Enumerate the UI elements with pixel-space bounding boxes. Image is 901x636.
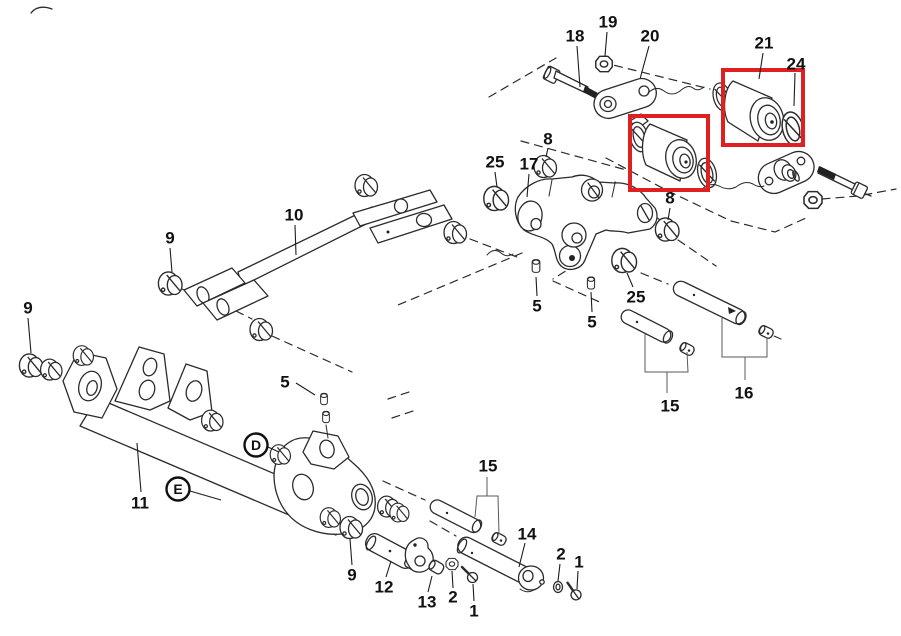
- part-25-cap-b: [611, 247, 638, 274]
- part-flange-nut: [803, 190, 823, 210]
- part-label-2: 2: [448, 588, 457, 607]
- part-label-5: 5: [532, 297, 541, 316]
- reference-letter-E: E: [173, 481, 182, 497]
- part-13-bracket: [404, 537, 445, 575]
- part-label-9: 9: [23, 299, 32, 318]
- part-16-rod: [672, 280, 747, 326]
- reference-letter-circle: [165, 476, 191, 502]
- part-label-1: 1: [574, 553, 583, 572]
- leader-line: [427, 575, 433, 593]
- part-16-pin: [756, 323, 782, 341]
- stray-mark: [30, 6, 53, 14]
- part-5-pin: [320, 392, 330, 424]
- part-1-grease-fitting-b: [563, 581, 584, 602]
- leader-line: [136, 442, 142, 493]
- leader-line: [535, 276, 538, 297]
- break-lines: [486, 86, 765, 257]
- part-label-11: 11: [131, 494, 149, 513]
- part-19-nut: [595, 55, 613, 73]
- leader-line: [758, 52, 764, 80]
- part-label-9: 9: [165, 229, 174, 248]
- part-label-5: 5: [587, 313, 596, 332]
- leader-line: [385, 560, 392, 578]
- part-15-rod-a: [429, 499, 483, 534]
- part-label-17: 17: [520, 155, 539, 174]
- leader-line: [27, 317, 32, 354]
- part-20-mount-plate: [593, 77, 657, 120]
- leader-line: [349, 538, 353, 566]
- part-label-8: 8: [543, 130, 552, 149]
- leader-line: [545, 147, 549, 158]
- part-label-10: 10: [285, 206, 304, 225]
- part-label-24: 24: [787, 55, 806, 74]
- part-bushing-cap: [354, 173, 379, 198]
- part-25-cap-a: [483, 185, 510, 212]
- part-label-15: 15: [479, 457, 498, 476]
- part-18-bolt: [542, 65, 603, 99]
- part-label-5: 5: [280, 373, 289, 392]
- part-5-pin-b: [586, 276, 596, 290]
- part-bushing-cap: [249, 317, 274, 342]
- leader-line: [189, 490, 222, 501]
- part-15-rod-b: [620, 309, 674, 344]
- part-bushing-cap: [376, 495, 410, 523]
- part-flange-plate: [757, 150, 815, 195]
- part-label-13: 13: [418, 593, 437, 612]
- part-label-25: 25: [627, 288, 646, 307]
- part-label-1: 1: [469, 602, 478, 621]
- part-2-nut-small: [445, 557, 459, 571]
- leader-line: [518, 542, 526, 568]
- part-8-bushing-large: [625, 113, 721, 191]
- leader-line: [267, 446, 280, 453]
- part-10-control-arm: [183, 189, 453, 321]
- part-label-25: 25: [486, 153, 505, 172]
- reference-letter-D: D: [251, 437, 261, 453]
- leader-line: [494, 171, 498, 188]
- leader-line: [576, 45, 581, 88]
- part-label-12: 12: [375, 578, 394, 597]
- part-8-bushing-b: [654, 217, 680, 242]
- leader-line: [590, 291, 593, 313]
- part-label-18: 18: [566, 27, 585, 46]
- part-9-bushing-arm: [157, 271, 183, 296]
- part-label-20: 20: [641, 27, 660, 46]
- leader-line: [451, 570, 454, 589]
- leader-line: [557, 563, 561, 582]
- part-5-pin-a: [531, 259, 541, 273]
- leader-line: [294, 224, 297, 256]
- part-flange-bolt: [817, 166, 872, 199]
- part-2-washer: [552, 580, 564, 594]
- part-17-casting: [514, 174, 658, 271]
- leader-line: [169, 247, 173, 273]
- leader-line: [295, 382, 316, 396]
- leader-line: [576, 570, 579, 590]
- part-1-grease-fitting-a: [460, 565, 479, 584]
- part-label-16: 16: [735, 384, 754, 403]
- part-label-21: 21: [755, 34, 774, 53]
- leader-line: [472, 583, 475, 602]
- part-label-15: 15: [661, 397, 680, 416]
- reference-letter-circle: [243, 432, 269, 458]
- highlight-box: [721, 68, 805, 147]
- leader-line: [793, 72, 796, 107]
- part-label-2: 2: [556, 545, 565, 564]
- part-label-8: 8: [665, 189, 674, 208]
- highlight-layer: [628, 68, 805, 192]
- leader-line: [626, 272, 634, 288]
- part-bushing-cap: [200, 409, 224, 432]
- leader-line: [667, 207, 671, 221]
- part-bushing-cap: [443, 220, 468, 245]
- leader-line: [604, 31, 608, 57]
- part-11-axle-beam: [62, 346, 376, 536]
- part-label-14: 14: [518, 525, 537, 544]
- part-label-19: 19: [599, 13, 618, 32]
- part-14-shaft: [456, 536, 545, 593]
- part-label-9: 9: [347, 566, 356, 585]
- highlight-box: [628, 114, 710, 192]
- leader-line: [526, 173, 530, 198]
- callout-bracket: [721, 318, 768, 358]
- leader-line: [639, 45, 650, 80]
